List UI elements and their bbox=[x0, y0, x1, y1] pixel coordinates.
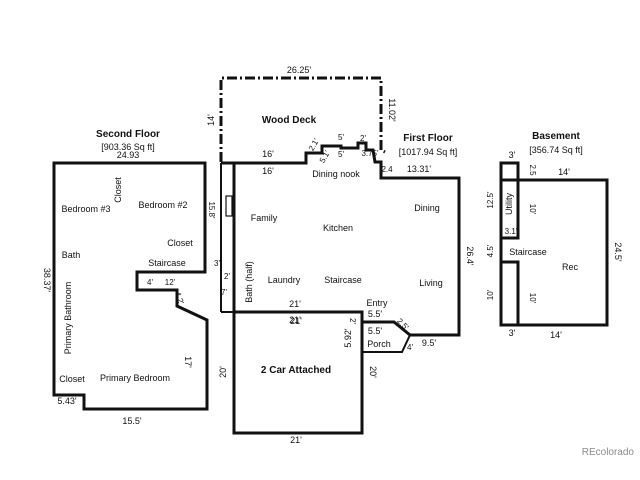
first-floor-dim-j: 2.5' bbox=[395, 317, 411, 333]
basement-dim-l: 14' bbox=[550, 330, 562, 340]
first-floor-dim-c: 13.31' bbox=[407, 164, 432, 174]
first-floor-dim-l: 5.92' bbox=[343, 328, 353, 348]
room-kitchen: Kitchen bbox=[323, 223, 353, 233]
room-laundry: Laundry bbox=[268, 275, 301, 285]
first-floor-sqft: [1017.94 Sq ft] bbox=[399, 147, 458, 157]
room-bedroom-3: Bedroom #3 bbox=[61, 204, 110, 214]
fireplace bbox=[225, 195, 233, 217]
room-bath-half: Bath (half) bbox=[244, 261, 254, 303]
first-floor-dim-r: 5' bbox=[338, 150, 344, 159]
basement-dim-f: 3.1' bbox=[505, 227, 518, 236]
basement-dim-b: 14' bbox=[558, 167, 570, 177]
room-bedroom-2: Bedroom #2 bbox=[138, 200, 187, 210]
room-rec: Rec bbox=[562, 262, 579, 272]
basement-dim-c: 2.5 bbox=[528, 164, 537, 176]
room-primary-bathroom: Primary Bathroom bbox=[63, 282, 73, 355]
watermark: REcolorado bbox=[582, 447, 635, 458]
first-floor-dim-i: 9.5' bbox=[422, 338, 437, 348]
first-floor-dim-h: 5.5' bbox=[368, 326, 383, 336]
first-floor-title: First Floor bbox=[403, 133, 453, 144]
second-floor-dim-top: 24.93 bbox=[117, 150, 140, 160]
deck-title: Wood Deck bbox=[262, 115, 317, 126]
first-floor-dim-g: 5.5' bbox=[368, 309, 383, 319]
first-floor-dim-k: 4' bbox=[407, 343, 413, 352]
garage-dim-right: 20' bbox=[368, 366, 378, 378]
first-floor-dim-f: 21' bbox=[289, 315, 301, 325]
room-entry: Entry bbox=[366, 298, 388, 308]
first-floor-dim-m: 2' bbox=[348, 318, 357, 324]
second-floor-dim-wall-d: 2' bbox=[224, 272, 230, 281]
basement-dim-d: 12.5' bbox=[486, 191, 495, 209]
room-dining: Dining bbox=[414, 203, 440, 213]
basement-dim-g: 4.5' bbox=[486, 244, 495, 257]
second-floor-outline bbox=[52, 161, 209, 411]
wood-deck-outline bbox=[219, 76, 386, 162]
first-floor-dim-d: 26.4' bbox=[465, 246, 475, 266]
deck-dim-left: 14' bbox=[206, 114, 216, 126]
second-floor-title: Second Floor bbox=[96, 129, 160, 140]
deck-dim-top: 26.25' bbox=[287, 65, 312, 75]
second-floor-dim-stair-b: 12' bbox=[165, 278, 176, 287]
first-floor-dim-e: 21' bbox=[289, 299, 301, 309]
basement-outline bbox=[499, 178, 609, 327]
garage-dim-top: 21' bbox=[290, 316, 302, 326]
room-family: Family bbox=[251, 213, 278, 223]
first-floor-dim-q: 5' bbox=[338, 133, 344, 142]
first-floor-dim-b: 16' bbox=[262, 166, 274, 176]
room-staircase-main: Staircase bbox=[324, 275, 362, 285]
basement-dim-i: 10' bbox=[486, 289, 495, 300]
basement-stair bbox=[499, 260, 520, 327]
first-floor-dim-a: 16' bbox=[262, 149, 274, 159]
second-floor-dim-wall-c: 7' bbox=[221, 288, 227, 297]
room-porch: Porch bbox=[367, 339, 391, 349]
first-floor-dim-o: 2.4 bbox=[381, 165, 393, 174]
deck-dim-right: 11.02' bbox=[387, 98, 397, 122]
garage-title: 2 Car Attached bbox=[261, 365, 331, 376]
second-floor-sqft: [903.36 Sq ft] bbox=[101, 142, 155, 152]
garage-dim-bottom: 21' bbox=[290, 435, 302, 445]
basement-dim-k: 3' bbox=[509, 328, 516, 338]
second-floor-dim-right: 17' bbox=[183, 356, 193, 368]
first-floor-dim-t: 2' bbox=[360, 134, 366, 143]
second-floor-dim-notch: 5.43' bbox=[57, 396, 77, 406]
porch-outline bbox=[361, 322, 411, 353]
utility-room bbox=[499, 161, 520, 240]
second-floor-dim-left: 38.37' bbox=[42, 268, 52, 293]
room-primary-bedroom: Primary Bedroom bbox=[100, 373, 170, 383]
second-floor-dim-wall-b: 3' bbox=[214, 259, 220, 268]
garage-outline bbox=[232, 310, 364, 435]
garage-dim-left: 20' bbox=[218, 366, 228, 378]
room-staircase-basement: Staircase bbox=[509, 247, 547, 257]
room-bath: Bath bbox=[62, 250, 81, 260]
second-floor-dim-bottom: 15.5' bbox=[122, 416, 142, 426]
basement-dim-e: 10' bbox=[528, 204, 537, 215]
first-floor-dim-p: 2.1' bbox=[307, 137, 321, 153]
room-dining-nook: Dining nook bbox=[312, 169, 360, 179]
first-floor-dim-s: 5.1' bbox=[318, 149, 332, 165]
basement-title: Basement bbox=[532, 131, 580, 142]
room-closet-right: Closet bbox=[167, 238, 193, 248]
room-utility: Utility bbox=[504, 193, 514, 215]
second-floor-dim-stair-a: 4' bbox=[147, 278, 153, 287]
first-floor-dim-n: 3.75' bbox=[361, 149, 379, 158]
second-floor-dim-wall-a: 15.8' bbox=[207, 201, 216, 219]
room-staircase-upper: Staircase bbox=[148, 258, 186, 268]
room-living: Living bbox=[419, 278, 443, 288]
room-closet-upper: Closet bbox=[113, 177, 123, 203]
room-closet-lower: Closet bbox=[59, 374, 85, 384]
basement-dim-j: 10' bbox=[528, 293, 537, 304]
second-floor-dim-stair-c: 4.2' bbox=[173, 291, 186, 306]
first-floor-outline bbox=[221, 141, 461, 337]
basement-dim-a: 3' bbox=[509, 150, 516, 160]
basement-dim-h: 24.5' bbox=[613, 242, 623, 262]
basement-sqft: [356.74 Sq ft] bbox=[529, 145, 583, 155]
